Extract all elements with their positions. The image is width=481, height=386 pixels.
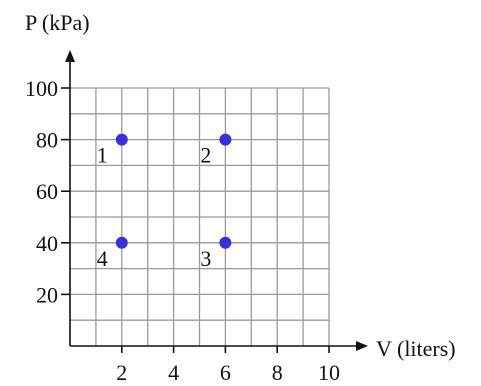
data-points: 1 2 3 4 [97, 133, 232, 271]
x-tick-label: 10 [318, 360, 340, 385]
data-point-3 [219, 236, 232, 249]
axes [65, 50, 368, 351]
y-tick-label: 80 [36, 128, 58, 153]
data-point-label-4: 4 [97, 246, 108, 271]
x-tick-label: 2 [116, 360, 127, 385]
x-tick-label: 6 [220, 360, 231, 385]
y-tick-label: 20 [36, 282, 58, 307]
y-tick-label: 100 [25, 76, 58, 101]
y-tick-label: 40 [36, 231, 58, 256]
x-axis-arrow-icon [356, 341, 368, 351]
data-point-label-3: 3 [200, 246, 211, 271]
data-point-label-1: 1 [97, 143, 108, 168]
data-point-2 [219, 133, 232, 146]
data-point-1 [115, 133, 128, 146]
x-axis-label: V (liters) [376, 336, 456, 361]
y-axis-arrow-icon [65, 50, 75, 62]
data-point-4 [115, 236, 128, 249]
y-tick-label: 60 [36, 179, 58, 204]
data-point-label-2: 2 [200, 143, 211, 168]
ticks: 2 4 6 8 10 20 40 60 80 100 [25, 76, 340, 385]
x-tick-label: 8 [272, 360, 283, 385]
x-tick-label: 4 [168, 360, 179, 385]
y-axis-label: P (kPa) [25, 10, 90, 35]
grid [70, 87, 330, 346]
